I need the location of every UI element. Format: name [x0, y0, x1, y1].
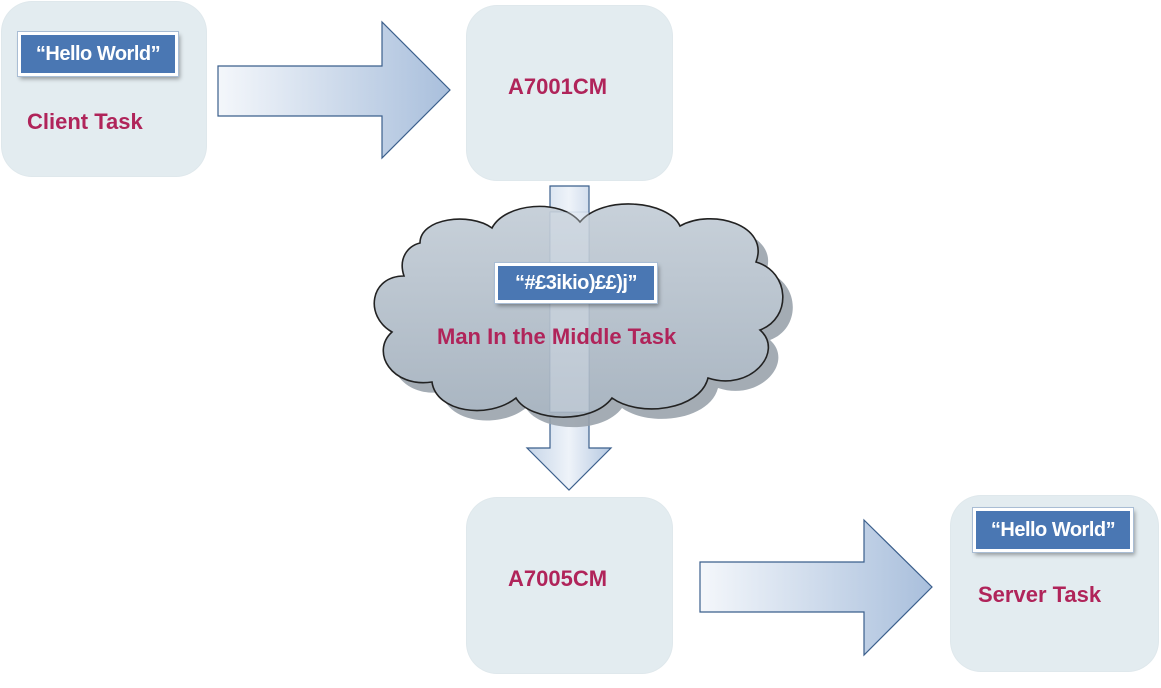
a7005cm-label: A7005CM	[508, 566, 608, 591]
a7001cm-node	[467, 6, 672, 180]
arrow-through-cloud	[549, 211, 590, 413]
arrow-client-to-a7001cm	[217, 20, 451, 160]
server-message-badge: “Hello World”	[973, 508, 1133, 552]
mitm-task-label: Man In the Middle Task	[437, 324, 677, 349]
arrow-a7005cm-to-server	[699, 518, 933, 657]
client-task-node	[2, 2, 206, 176]
client-task-label: Client Task	[27, 109, 143, 134]
server-task-label: Server Task	[978, 582, 1102, 607]
a7001cm-label: A7001CM	[508, 74, 608, 99]
mitm-message-badge: “#£3ikio)££)j”	[495, 263, 657, 303]
client-message-badge: “Hello World”	[18, 32, 178, 76]
a7005cm-node	[467, 498, 672, 673]
cloud-shape	[373, 203, 784, 418]
